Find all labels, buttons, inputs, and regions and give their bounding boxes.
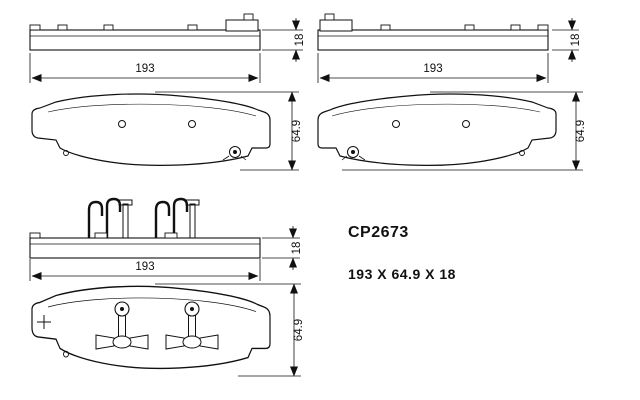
part-number-label: CP2673 [348,224,409,241]
side-view-right-pad [317,13,549,51]
dim-length-left [29,53,261,83]
part-size-label: 193 X 64.9 X 18 [348,266,456,282]
face-view-left-pad [31,93,271,166]
dim-thickness-bottom [262,226,300,270]
dim-thickness-left [262,18,303,62]
dim-length-left-label: 193 [135,63,154,75]
dim-length-bottom-label: 193 [135,261,154,273]
dim-height-bottom [155,283,301,377]
face-view-right-pad [317,93,557,166]
crosshair-mark [37,315,51,329]
dim-thickness-right [552,18,579,62]
dim-length-bottom [29,259,261,281]
dim-height-right-label: 64.9 [575,120,587,142]
dim-height-left [155,91,299,171]
dim-height-right [342,91,583,171]
dim-length-right [317,53,549,83]
dim-height-bottom-label: 64.9 [293,319,305,341]
dim-height-left-label: 64.9 [291,120,303,142]
spring-clip-right [154,197,201,240]
face-view-pad-with-pins [31,285,271,370]
dim-thickness-right-label: 18 [570,34,582,47]
spring-clip-left [87,197,134,240]
dim-thickness-bottom-label: 18 [291,242,303,255]
dim-thickness-left-label: 18 [294,34,306,47]
side-view-left-pad [29,13,261,51]
side-view-pad-with-clips [29,232,261,259]
dim-length-right-label: 193 [423,63,442,75]
